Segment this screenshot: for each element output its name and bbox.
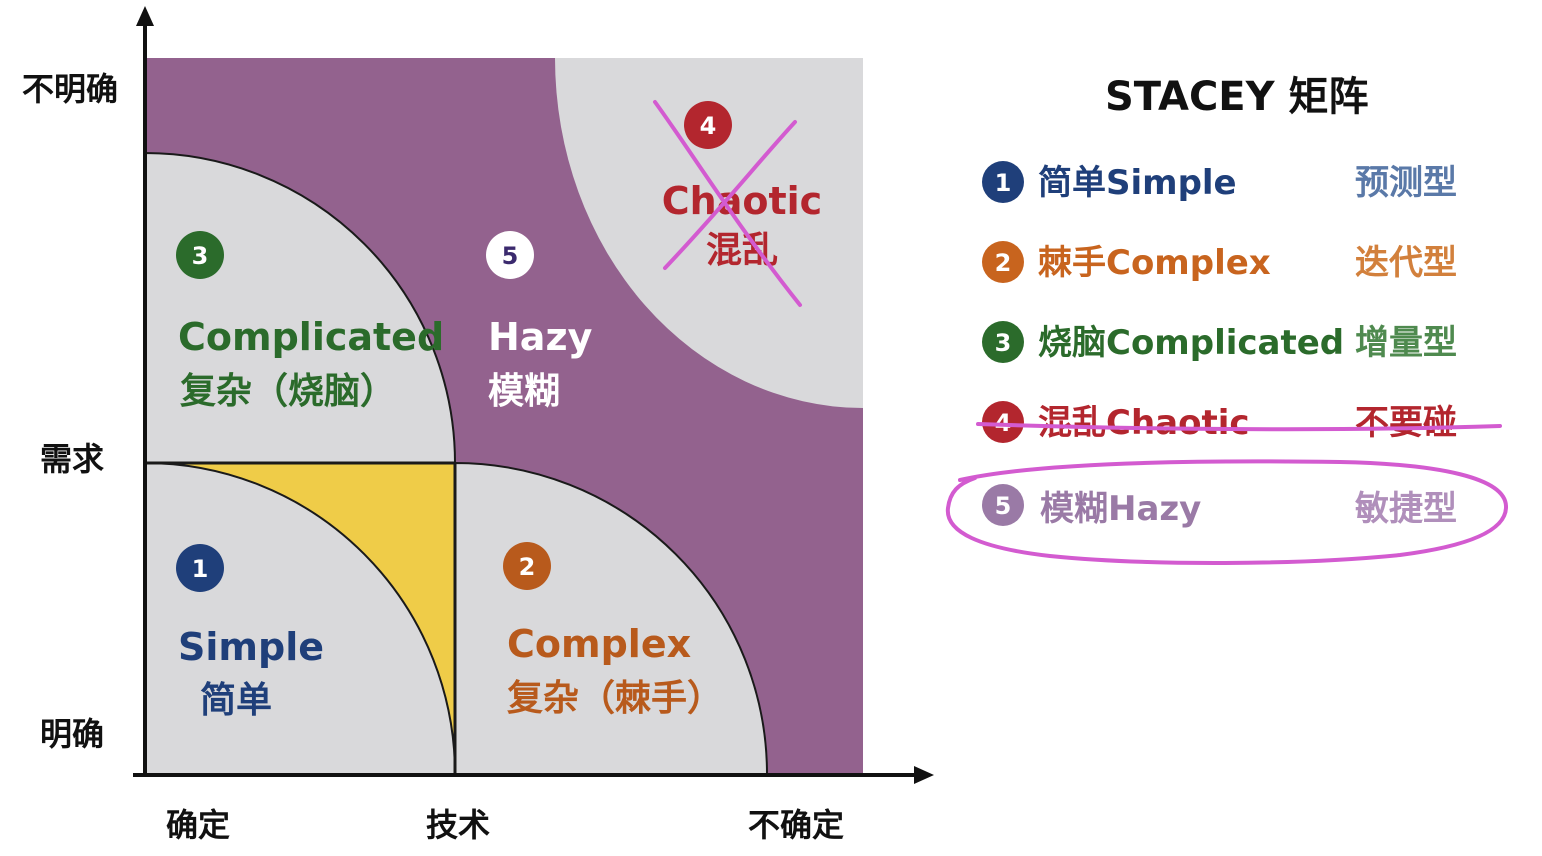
legend-item-2-badge: [982, 241, 1024, 283]
legend-item-5-number: 5: [995, 492, 1012, 520]
chaotic-title-en: Chaotic: [662, 179, 822, 223]
legend-item-4-strike-through-mark: [976, 422, 1502, 432]
legend-item-3-type: 增量型: [1355, 323, 1457, 363]
legend-item-1-badge: [982, 161, 1024, 203]
x-axis-mid-label: 技术: [426, 806, 490, 844]
legend-item-4-name: 混乱Chaotic: [1038, 403, 1250, 443]
complicated-title-en: Complicated: [178, 315, 444, 359]
hazy-title-en: Hazy: [488, 315, 593, 359]
complex-title-en: Complex: [507, 622, 691, 666]
simple-number-badge: [176, 544, 224, 592]
legend-item-4-type: 不要碰: [1355, 403, 1457, 443]
chaotic-title-zh: 混乱: [706, 230, 778, 271]
chaotic-zone: [555, 58, 863, 408]
chaotic-number: 4: [700, 112, 717, 140]
legend-item-2-type: 迭代型: [1355, 243, 1457, 283]
legend-item-1: 1 简单Simple 预测型: [982, 161, 1457, 203]
simple-zone: [144, 461, 457, 775]
legend-item-2-name: 棘手Complex: [1038, 243, 1271, 283]
legend-item-1-number: 1: [995, 169, 1012, 197]
legend-item-5-highlight-circle: [945, 459, 1509, 566]
complex-title-zh: 复杂（棘手）: [507, 678, 723, 719]
complicated-title-zh: 复杂（烧脑）: [180, 371, 396, 412]
chaotic-cross-out-mark-2: [663, 120, 797, 270]
complex-zone: [454, 461, 769, 775]
y-axis-arrow-icon: [136, 6, 154, 26]
legend-item-2-number: 2: [995, 249, 1012, 277]
legend-item-1-name: 简单Simple: [1038, 163, 1237, 203]
legend-item-3-badge: [982, 321, 1024, 363]
hazy-number-badge: [486, 231, 534, 279]
legend-item-2: 2 棘手Complex 迭代型: [982, 241, 1457, 283]
complex-number-badge: [503, 542, 551, 590]
legend-title: STACEY 矩阵: [1105, 74, 1369, 120]
legend-item-1-type: 预测型: [1355, 163, 1457, 203]
complicated-number-badge: [176, 231, 224, 279]
complex-number: 2: [519, 553, 536, 581]
legend-item-5-type: 敏捷型: [1355, 489, 1457, 529]
hazy-title-zh: 模糊: [488, 371, 560, 412]
legend-item-5-name: 模糊Hazy: [1040, 489, 1201, 529]
chaotic-cross-out-mark: [653, 100, 802, 307]
chaotic-number-badge: [684, 101, 732, 149]
simple-title-zh: 简单: [200, 680, 272, 721]
y-axis-top-label: 不明确: [22, 70, 118, 108]
legend-item-5-badge: [982, 484, 1024, 526]
y-axis-bottom-label: 明确: [40, 715, 104, 753]
x-axis-right-label: 不确定: [748, 806, 844, 844]
complicated-number: 3: [192, 242, 209, 270]
legend-item-3: 3 烧脑Complicated 增量型: [982, 321, 1457, 363]
simple-title-en: Simple: [178, 625, 324, 669]
complicated-zone: [144, 151, 457, 464]
simple-number: 1: [192, 555, 209, 583]
legend-item-4: 4 混乱Chaotic 不要碰: [976, 401, 1502, 443]
legend-item-3-name: 烧脑Complicated: [1038, 323, 1344, 363]
x-axis-arrow-icon: [914, 766, 934, 784]
legend-item-3-number: 3: [995, 329, 1012, 357]
y-axis-mid-label: 需求: [40, 440, 104, 478]
hazy-number: 5: [502, 242, 519, 270]
legend-item-5: 5 模糊Hazy 敏捷型: [945, 459, 1509, 566]
x-axis-left-label: 确定: [166, 806, 230, 844]
legend-item-4-badge: [982, 401, 1024, 443]
